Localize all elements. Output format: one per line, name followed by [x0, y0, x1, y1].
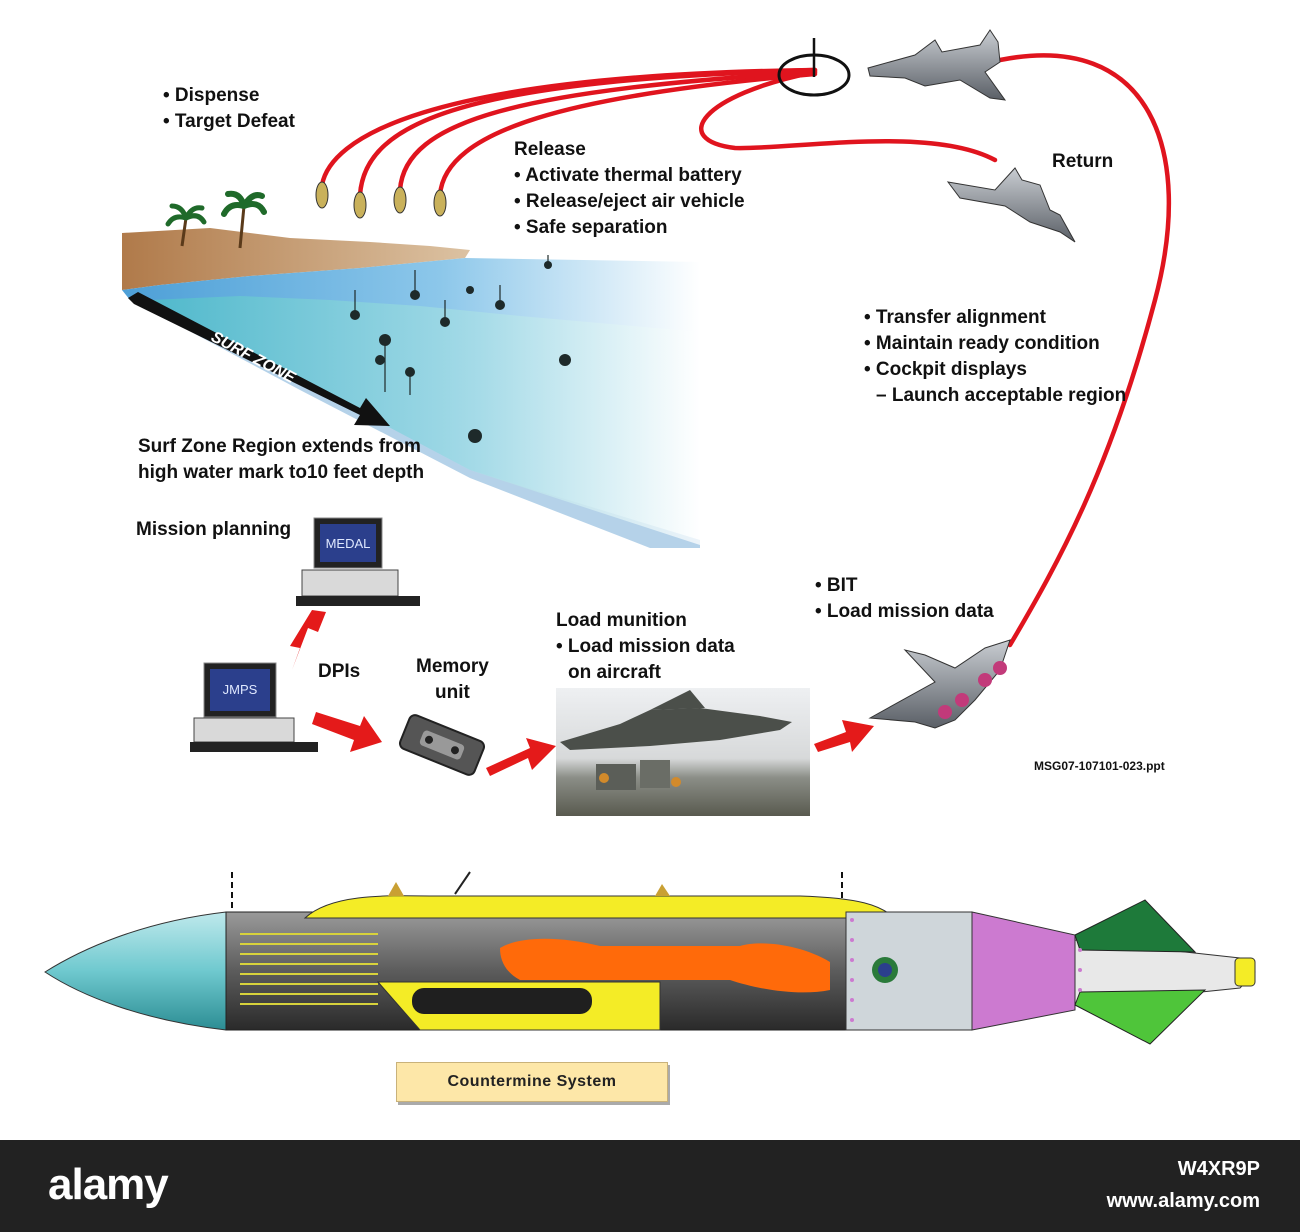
countermine-cutaway — [44, 871, 1256, 1045]
aircraft-icon — [946, 167, 1076, 243]
image-code: W4XR9P — [1177, 1158, 1260, 1180]
site-url: www.alamy.com — [1106, 1190, 1260, 1212]
release-item: • Release/eject air vehicle — [514, 191, 745, 212]
transfer-item: • Transfer alignment — [864, 307, 1046, 328]
memory-unit-icon — [398, 714, 486, 776]
bit-list: • BIT • Load mission data — [815, 573, 994, 625]
target-reticle-icon — [777, 38, 851, 97]
file-reference: MSG07-107101-023.ppt — [1034, 759, 1165, 773]
bit-item: • Load mission data — [815, 601, 994, 622]
surf-zone-caption-line: Surf Zone Region extends from — [138, 436, 421, 457]
dpis-label: DPIs — [318, 661, 361, 682]
load-munition-item: on aircraft — [568, 662, 661, 683]
watermark-footer: alamy W4XR9P www.alamy.com — [0, 1140, 1300, 1232]
release-block: Release • Activate thermal battery • Rel… — [514, 137, 745, 241]
release-title: Release — [514, 139, 586, 160]
load-munition-block: Load munition • Load mission data on air… — [556, 608, 735, 686]
transfer-item: • Cockpit displays — [864, 359, 1027, 380]
palm-tree-icon — [221, 190, 267, 249]
memory-unit-label-line: Memory — [416, 656, 489, 677]
bomb-icon — [315, 181, 447, 219]
jmps-screen-label: JMPS — [223, 682, 258, 697]
release-item: • Activate thermal battery — [514, 165, 742, 186]
memory-unit-label-line: unit — [435, 682, 470, 703]
load-munition-title: Load munition — [556, 610, 687, 631]
memory-unit-label: Memory unit — [416, 654, 489, 706]
transfer-subitem: – Launch acceptable region — [876, 385, 1127, 406]
palm-tree-icon — [165, 203, 207, 247]
return-label: Return — [1052, 151, 1114, 172]
release-item: • Safe separation — [514, 217, 668, 238]
transfer-list: • Transfer alignment • Maintain ready co… — [864, 305, 1126, 409]
computer-icon: JMPS — [190, 662, 318, 752]
dispense-list: • Dispense • Target Defeat — [163, 83, 295, 135]
aircraft-icon — [867, 29, 1007, 101]
flow-arrows — [290, 610, 874, 776]
alamy-logo: alamy — [48, 1160, 169, 1209]
transfer-item: • Maintain ready condition — [864, 333, 1100, 354]
computer-icon: MEDAL — [296, 517, 420, 606]
aircraft-icon — [868, 639, 1011, 729]
target-defeat-item: • Target Defeat — [163, 111, 295, 132]
dispense-item: • Dispense — [163, 85, 260, 106]
surf-zone-caption: Surf Zone Region extends from high water… — [138, 434, 424, 486]
medal-screen-label: MEDAL — [326, 536, 371, 551]
mission-diagram: SURF ZONE MEDAL — [44, 29, 1256, 1045]
load-munition-item: • Load mission data — [556, 636, 735, 657]
mission-planning-label: Mission planning — [136, 519, 292, 540]
surf-zone-terrain: SURF ZONE — [122, 190, 700, 548]
countermine-caption: Countermine System — [396, 1062, 668, 1102]
flight-path — [319, 53, 1172, 648]
bit-item: • BIT — [815, 575, 858, 596]
surf-zone-caption-line: high water mark to10 feet depth — [138, 462, 425, 483]
aircraft-loading-photo — [556, 688, 810, 816]
